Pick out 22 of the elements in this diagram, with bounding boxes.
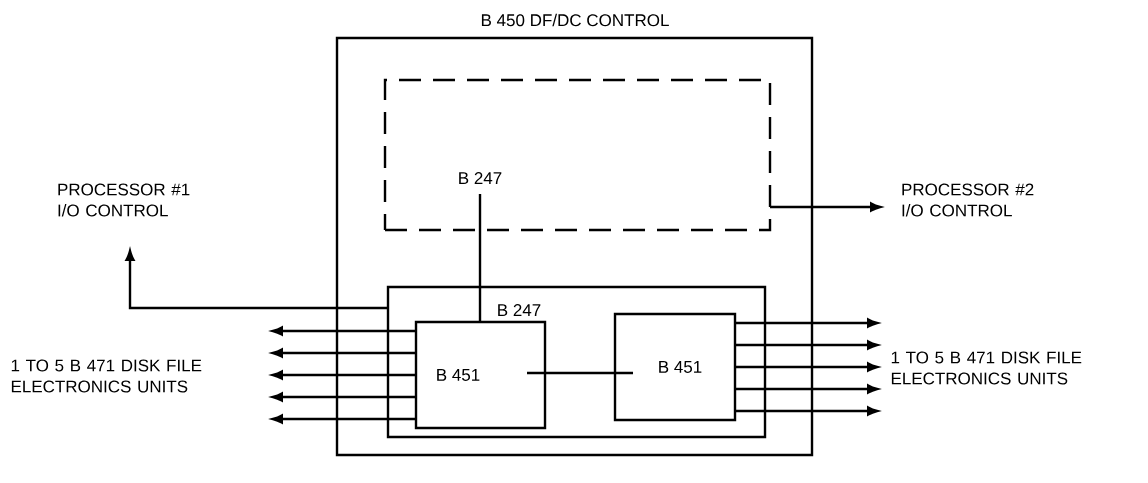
node-label: B 450 DF/DC CONTROL [481,13,669,27]
arrow [735,340,879,350]
connector-line [478,194,482,322]
disk-units-label: 1 TO 5 B 471 DISK FILE ELECTRONICS UNITS [11,359,202,393]
module-box: B 451 [414,320,547,430]
disk-units-label: 1 TO 5 B 471 DISK FILE ELECTRONICS UNITS [891,351,1082,385]
arrow [735,384,879,394]
module-box: B 451 [613,312,737,422]
arrow [125,249,388,310]
arrow [735,406,879,416]
arrow [735,318,879,328]
arrow [271,370,416,380]
arrow [271,348,416,358]
arrow [271,392,416,402]
arrow [271,414,416,424]
dashed-box: B 247 [383,78,772,232]
connector-line [527,371,633,375]
arrow [271,326,416,336]
processor-label: PROCESSOR #2 I/O CONTROL [902,183,1034,217]
arrow [770,202,882,212]
processor-label: PROCESSOR #1 I/O CONTROL [58,183,190,217]
arrow [735,362,879,372]
